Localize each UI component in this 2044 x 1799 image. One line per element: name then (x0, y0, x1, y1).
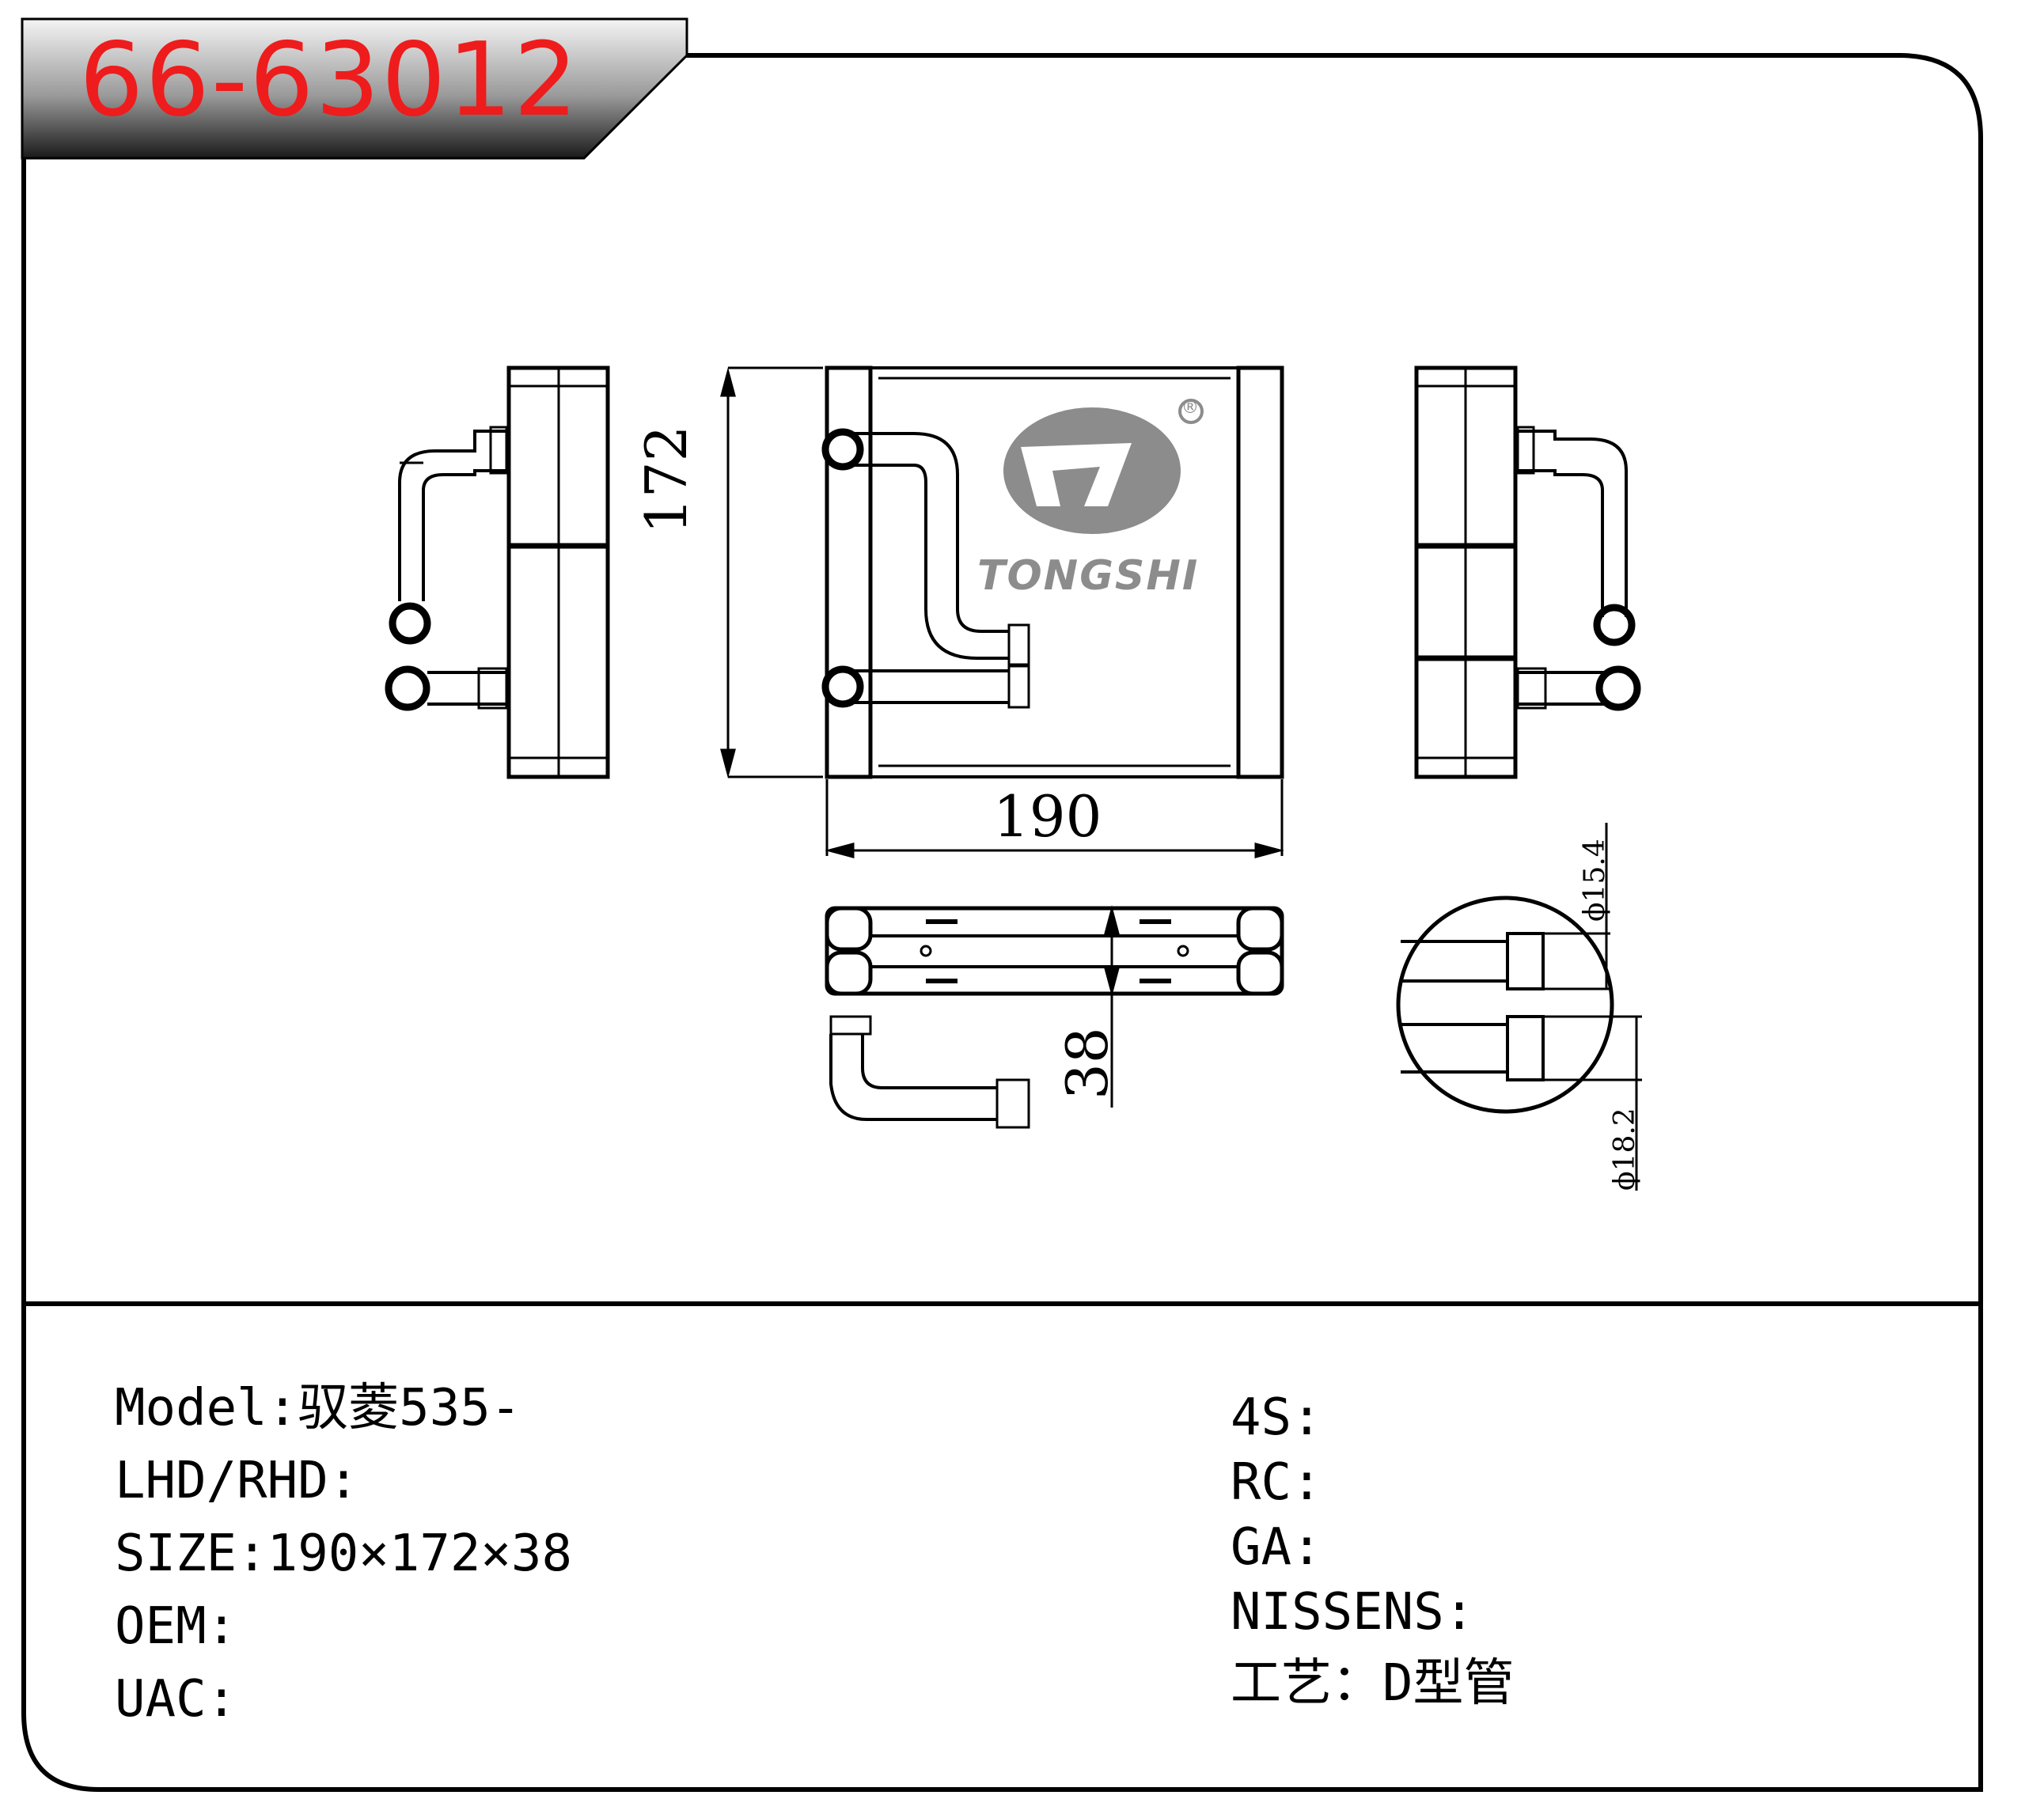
logo-registered-mark: ® (1181, 398, 1199, 418)
dim-width-label: 190 (993, 783, 1102, 850)
left-side-view (385, 365, 610, 779)
right-side-view (1414, 365, 1641, 779)
spec-oem: OEM: (115, 1597, 237, 1656)
spec-ga: GA: (1231, 1518, 1322, 1577)
spec-4s: 4S: (1231, 1388, 1322, 1447)
spec-process: 工艺：D型管 (1231, 1654, 1515, 1713)
tongshi-logo (1003, 399, 1204, 534)
dimension-depth (1104, 905, 1120, 1108)
dimension-width (825, 779, 1284, 858)
dimension-pipe-diameters (1543, 823, 1642, 1191)
top-view (825, 906, 1284, 1129)
spec-size: SIZE:190×172×38 (115, 1524, 572, 1583)
dim-depth-label: 38 (1054, 1027, 1121, 1100)
dim-pipe-small-label: ϕ15.4 (1579, 839, 1611, 922)
front-view (821, 365, 1284, 779)
logo-brand-text: TONGSHI (977, 552, 1200, 600)
pipe-detail (1396, 896, 1614, 1114)
spec-nissens: NISSENS: (1231, 1583, 1475, 1642)
outer-frame (21, 53, 1983, 1792)
title-tab (21, 17, 688, 160)
dim-height-label: 172 (633, 425, 700, 534)
part-number: 66-63012 (79, 21, 580, 139)
spec-lhd-rhd: LHD/RHD: (115, 1452, 359, 1510)
dim-pipe-large-label: ϕ18.2 (1609, 1108, 1641, 1191)
spec-uac: UAC: (115, 1670, 237, 1729)
spec-model: Model:驭菱535- (115, 1379, 521, 1437)
spec-rc: RC: (1231, 1453, 1322, 1512)
dimension-height (720, 366, 823, 778)
